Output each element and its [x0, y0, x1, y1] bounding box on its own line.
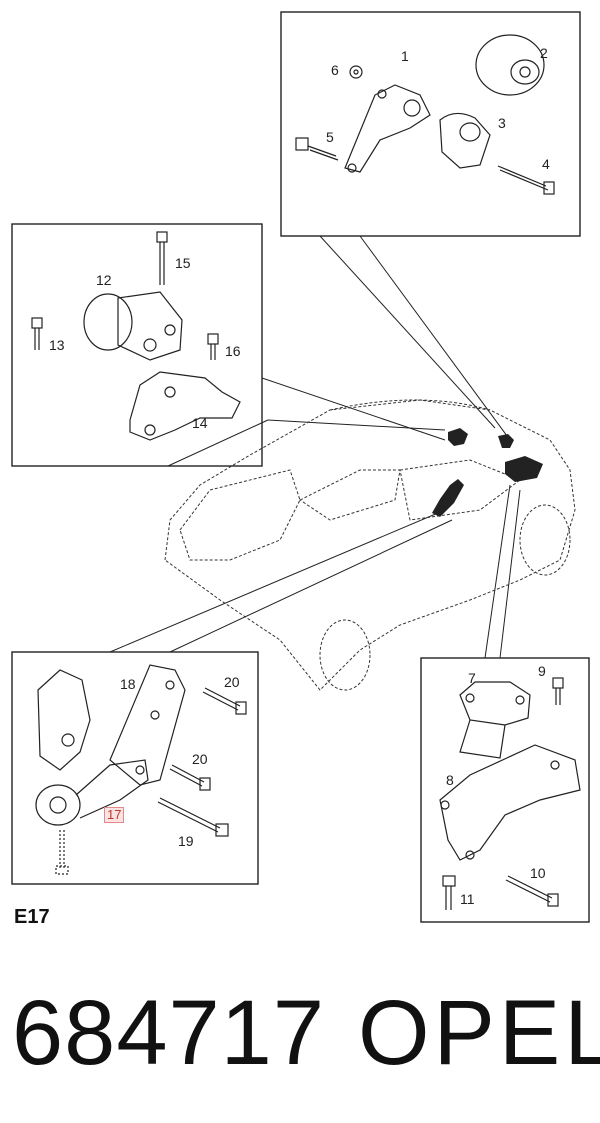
callout-8: 8	[446, 772, 454, 788]
detail-frame-left-upper	[11, 223, 263, 467]
mount-plate	[37, 669, 91, 771]
brand-name: OPEL	[358, 982, 600, 1084]
callout-3: 3	[498, 115, 506, 131]
bolt-9	[552, 677, 564, 705]
torque-rod-17	[35, 759, 149, 826]
bolt-4	[497, 165, 555, 195]
callout-10: 10	[530, 865, 546, 881]
callout-13: 13	[49, 337, 65, 353]
callout-1: 1	[401, 48, 409, 64]
callout-9: 9	[538, 663, 546, 679]
vehicle-outline	[164, 399, 576, 691]
part-number: 684717	[12, 982, 325, 1084]
bolt-10	[505, 875, 559, 907]
bushing-3	[439, 112, 491, 169]
callout-12: 12	[96, 272, 112, 288]
leader-lines	[109, 235, 521, 659]
bolt-13	[31, 317, 43, 350]
bracket-8	[439, 744, 581, 861]
bolt-20-upper	[202, 687, 247, 715]
mount-12	[83, 291, 183, 361]
callout-5: 5	[326, 129, 334, 145]
callout-18: 18	[120, 676, 136, 692]
nut-6	[349, 65, 363, 79]
detail-frame-top-right	[280, 11, 581, 237]
diagram-code: E17	[14, 906, 50, 928]
bolt-5	[295, 137, 339, 161]
callout-20-lower: 20	[192, 751, 208, 767]
callout-2: 2	[540, 45, 548, 61]
callout-11: 11	[460, 891, 475, 907]
mount-7	[459, 681, 531, 759]
callout-20-upper: 20	[224, 674, 240, 690]
bolt-19	[157, 797, 229, 837]
callout-7: 7	[468, 670, 476, 686]
bolt-bottom	[55, 830, 69, 875]
mount-location-marks	[432, 428, 543, 517]
detail-frame-bottom-right	[420, 657, 590, 923]
callout-15: 15	[175, 255, 191, 271]
bolt-20-lower	[169, 764, 211, 791]
bolt-15	[156, 231, 168, 285]
mount-bracket-1	[344, 84, 431, 173]
callout-14: 14	[192, 415, 208, 431]
bracket-14	[129, 371, 241, 441]
callout-6: 6	[331, 62, 339, 78]
bushing-2	[475, 34, 545, 96]
callout-16: 16	[225, 343, 241, 359]
exploded-parts-diagram	[11, 11, 590, 923]
bolt-11	[442, 875, 456, 910]
bolt-16	[207, 333, 219, 360]
bracket-18	[109, 664, 186, 786]
callout-17-highlighted: 17	[104, 807, 125, 823]
detail-frame-bottom-left	[11, 651, 259, 885]
callout-19: 19	[178, 833, 194, 849]
callout-4: 4	[542, 156, 550, 172]
